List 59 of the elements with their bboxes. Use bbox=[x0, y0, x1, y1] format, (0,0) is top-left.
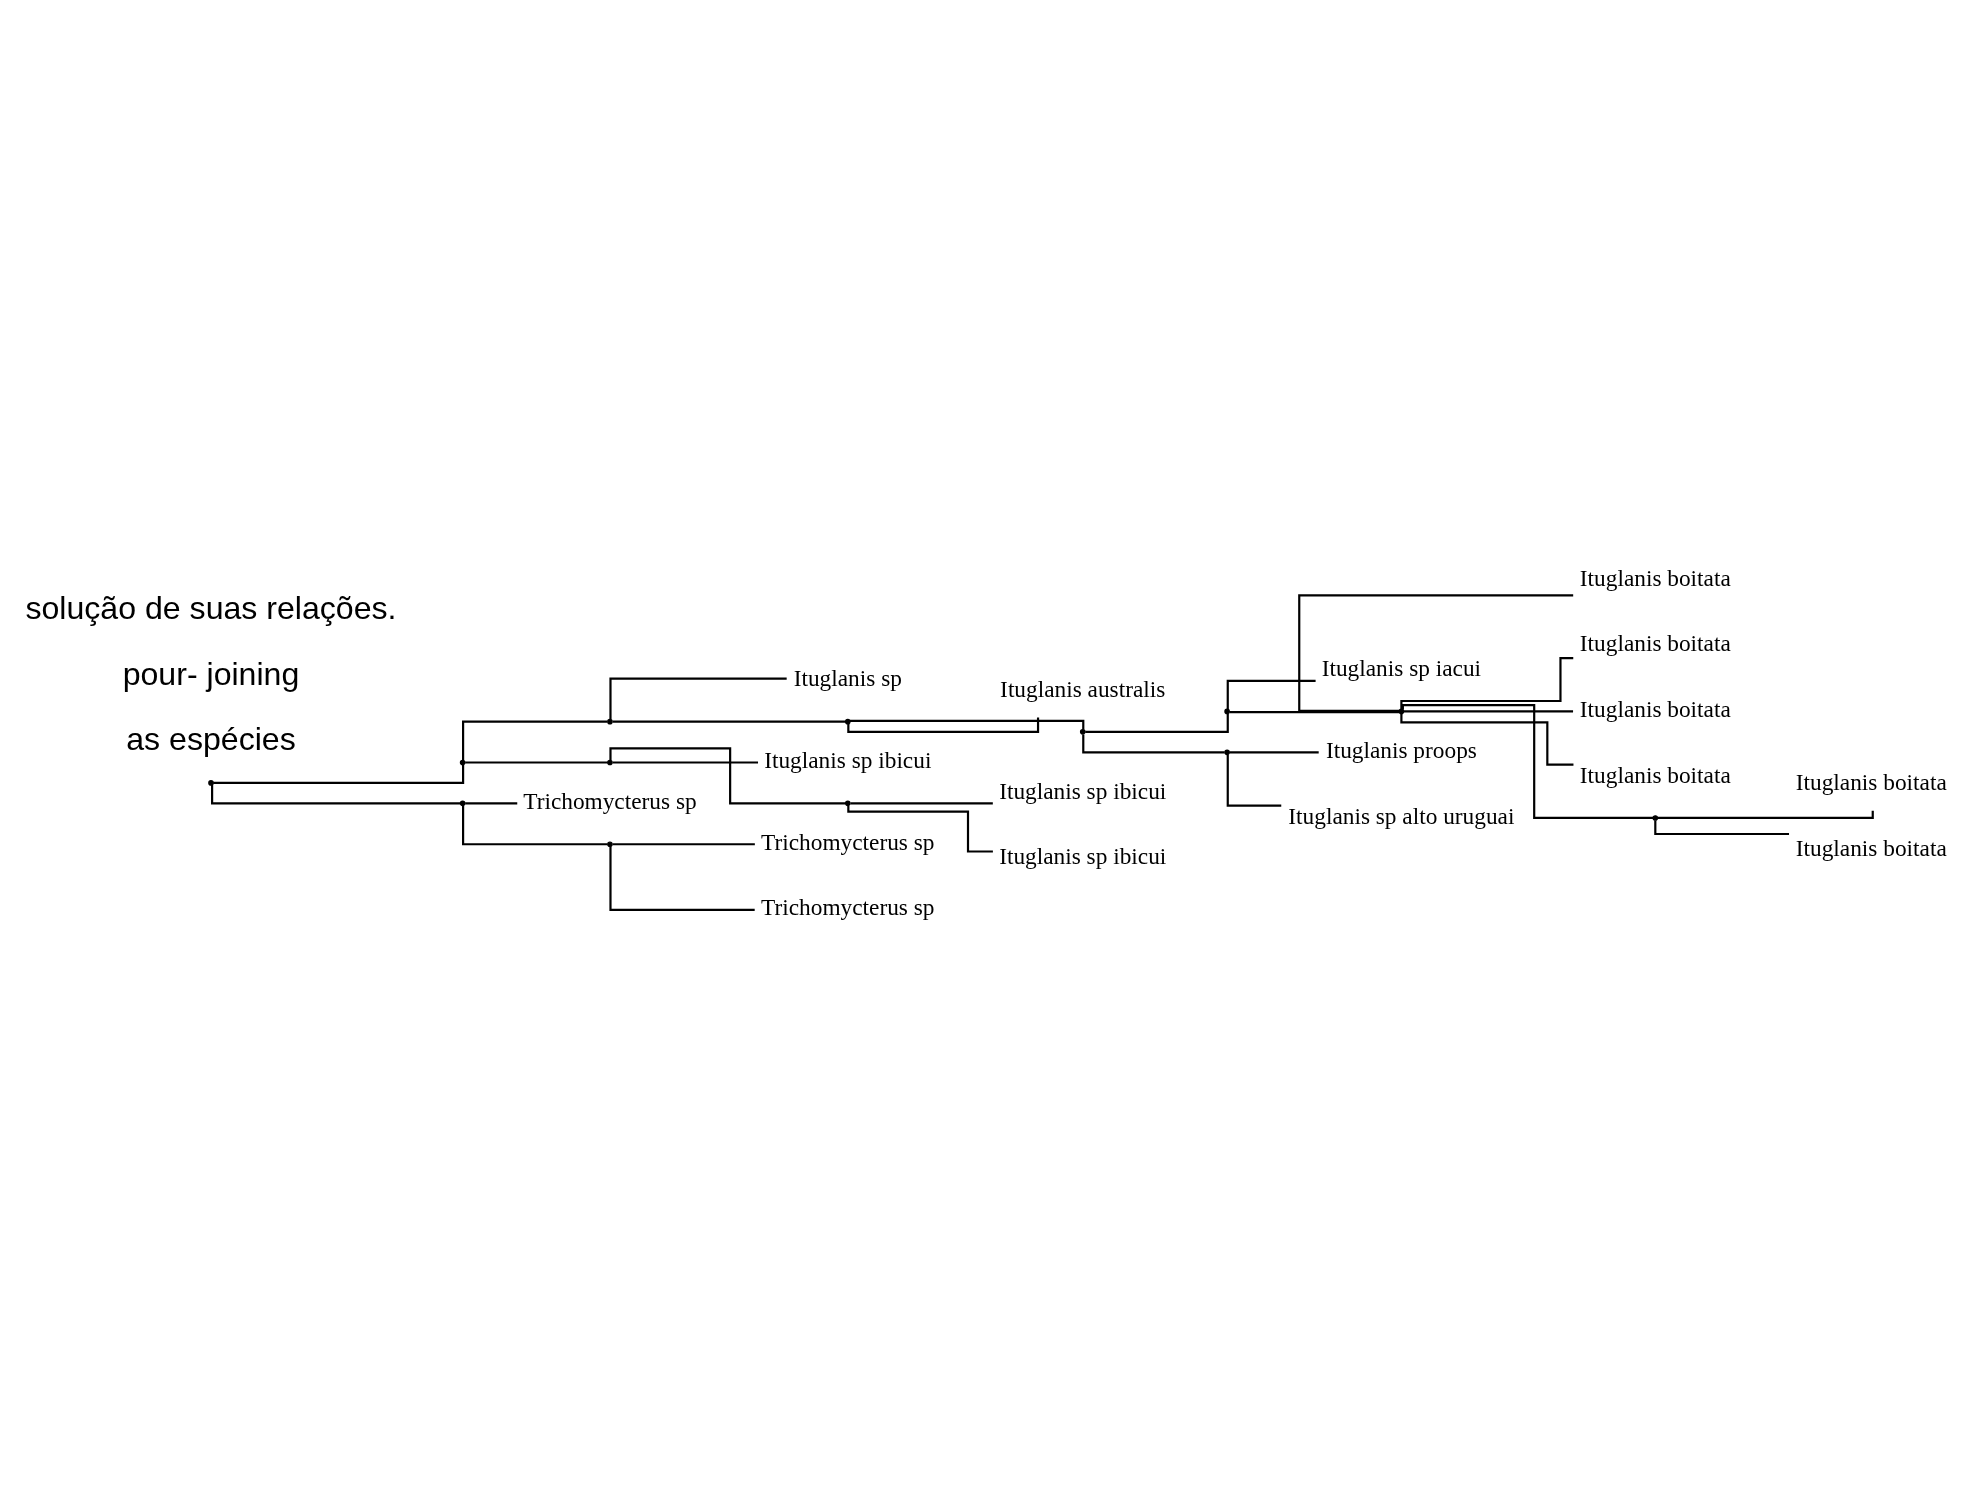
label: solução de suas relações. bbox=[25, 589, 397, 626]
connector bbox=[612, 760, 759, 764]
node-point bbox=[459, 759, 466, 765]
connector bbox=[1654, 819, 1790, 835]
label: pour- joining bbox=[122, 655, 300, 692]
node-point bbox=[1652, 814, 1659, 821]
node-point bbox=[459, 800, 466, 806]
node-point bbox=[607, 840, 613, 847]
connector bbox=[1229, 750, 1319, 753]
connector bbox=[465, 801, 518, 804]
connector bbox=[1226, 754, 1282, 807]
node-point bbox=[607, 718, 613, 724]
connector bbox=[847, 717, 1040, 733]
connector bbox=[1403, 709, 1574, 713]
connector bbox=[211, 784, 461, 804]
node-text: Trichomycterus sp bbox=[523, 787, 697, 814]
connector bbox=[1229, 710, 1400, 713]
connector bbox=[609, 845, 755, 911]
node-text: Ituglanis sp ibicui bbox=[999, 842, 1167, 869]
node-text: Ituglanis australis bbox=[1000, 675, 1166, 702]
node-text: Ituglanis boitata bbox=[1579, 695, 1731, 722]
node-text: Ituglanis sp ibicui bbox=[999, 777, 1167, 804]
connector bbox=[1226, 679, 1316, 709]
node-text: Ituglanis sp ibicui bbox=[764, 746, 932, 773]
label: as espécies bbox=[126, 720, 296, 757]
node-text: Ituglanis sp iacui bbox=[1321, 654, 1482, 681]
node-point bbox=[1079, 728, 1086, 735]
node-text: Ituglanis boitata bbox=[1579, 629, 1731, 656]
connector bbox=[1400, 713, 1574, 766]
node-text: Ituglanis sp bbox=[793, 664, 902, 691]
node-point bbox=[844, 800, 851, 806]
connector bbox=[1401, 703, 1654, 819]
node-text: Ituglanis sp alto uruguai bbox=[1288, 802, 1515, 829]
node-text: Ituglanis boitata bbox=[1579, 564, 1731, 591]
node-point bbox=[607, 759, 613, 765]
connector bbox=[850, 801, 993, 804]
connector bbox=[462, 805, 608, 845]
connector bbox=[612, 842, 755, 845]
node-text: Trichomycterus sp bbox=[761, 893, 935, 920]
connector bbox=[1298, 593, 1574, 712]
connector bbox=[849, 719, 1085, 730]
connector bbox=[612, 720, 846, 723]
node-text: Ituglanis boitata bbox=[1795, 768, 1947, 795]
node-text: Ituglanis boitata bbox=[1795, 834, 1947, 861]
connector bbox=[465, 760, 608, 764]
node-text: Ituglanis proops bbox=[1325, 736, 1477, 763]
connector bbox=[462, 720, 608, 760]
node-point bbox=[844, 718, 851, 724]
node-text: Ituglanis boitata bbox=[1579, 761, 1731, 788]
node-point bbox=[1224, 708, 1230, 714]
node-text: Trichomycterus sp bbox=[761, 828, 935, 855]
connector bbox=[213, 764, 465, 784]
connector bbox=[609, 746, 846, 804]
connector bbox=[609, 677, 787, 719]
connector bbox=[1085, 713, 1229, 733]
node-point bbox=[1224, 748, 1230, 755]
connector bbox=[1082, 733, 1225, 753]
node-point bbox=[1398, 708, 1405, 714]
node-point bbox=[208, 779, 214, 786]
